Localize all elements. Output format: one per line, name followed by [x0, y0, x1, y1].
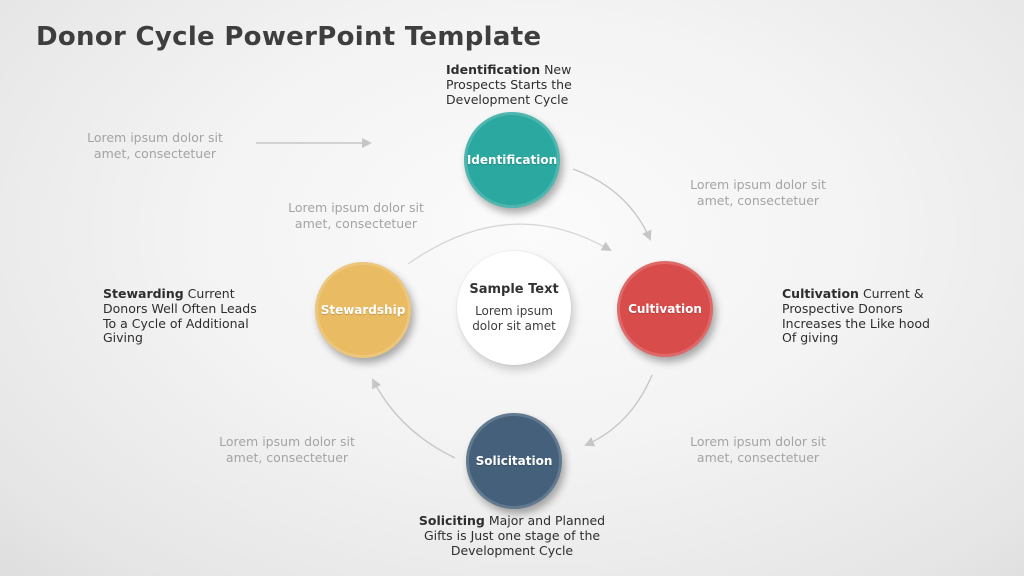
stage-circle-cultivation: Cultivation [617, 261, 713, 357]
slide-title: Donor Cycle PowerPoint Template [36, 22, 542, 52]
placeholder-text-top-right: Lorem ipsum dolor sit amet, consectetuer [690, 177, 826, 208]
arrow-stewardship-inner-arc [407, 223, 612, 265]
description-identification-rest: New Prospects Starts the Development Cyc… [446, 62, 572, 107]
description-solicitation: Soliciting Major and Planned Gifts is Ju… [395, 513, 629, 558]
stage-label-stewardship: Stewardship [320, 303, 406, 317]
description-cultivation-lead: Cultivation [782, 286, 859, 301]
description-solicitation-rest: Major and Planned Gifts is Just one stag… [423, 513, 606, 558]
description-identification: Identification New Prospects Starts the … [446, 62, 596, 107]
placeholder-text-bottom-left: Lorem ipsum dolor sit amet, consectetuer [219, 434, 355, 465]
description-cultivation: Cultivation Current & Prospective Donors… [782, 286, 952, 346]
stage-circle-stewardship: Stewardship [315, 262, 411, 358]
description-stewardship-lead: Stewarding [103, 286, 184, 301]
description-identification-lead: Identification [446, 62, 541, 77]
description-cultivation-rest: Current & Prospective Donors Increases t… [782, 286, 930, 346]
description-stewardship-rest: Current Donors Well Often Leads To a Cyc… [103, 286, 257, 346]
stage-label-solicitation: Solicitation [475, 454, 553, 468]
center-body: Lorem ipsum dolor sit amet [472, 304, 556, 333]
placeholder-text-top-left: Lorem ipsum dolor sit amet, consectetuer [87, 130, 223, 161]
arrow-cultivation-to-solicitation [584, 374, 653, 447]
description-solicitation-lead: Soliciting [418, 513, 485, 528]
stage-label-identification: Identification [466, 153, 558, 167]
stage-label-cultivation: Cultivation [628, 302, 702, 316]
arrow-solicitation-to-stewardship [372, 378, 456, 459]
center-heading: Sample Text [469, 282, 559, 297]
stage-circle-solicitation: Solicitation [466, 413, 562, 509]
placeholder-text-inner-left: Lorem ipsum dolor sit amet, consectetuer [288, 200, 424, 231]
stage-circle-identification: Identification [464, 112, 560, 208]
placeholder-text-bottom-right: Lorem ipsum dolor sit amet, consectetuer [690, 434, 826, 465]
arrow-identification-to-cultivation [572, 168, 652, 241]
center-circle: Sample Text Lorem ipsum dolor sit amet [457, 251, 571, 365]
description-stewardship: Stewarding Current Donors Well Often Lea… [103, 286, 278, 346]
